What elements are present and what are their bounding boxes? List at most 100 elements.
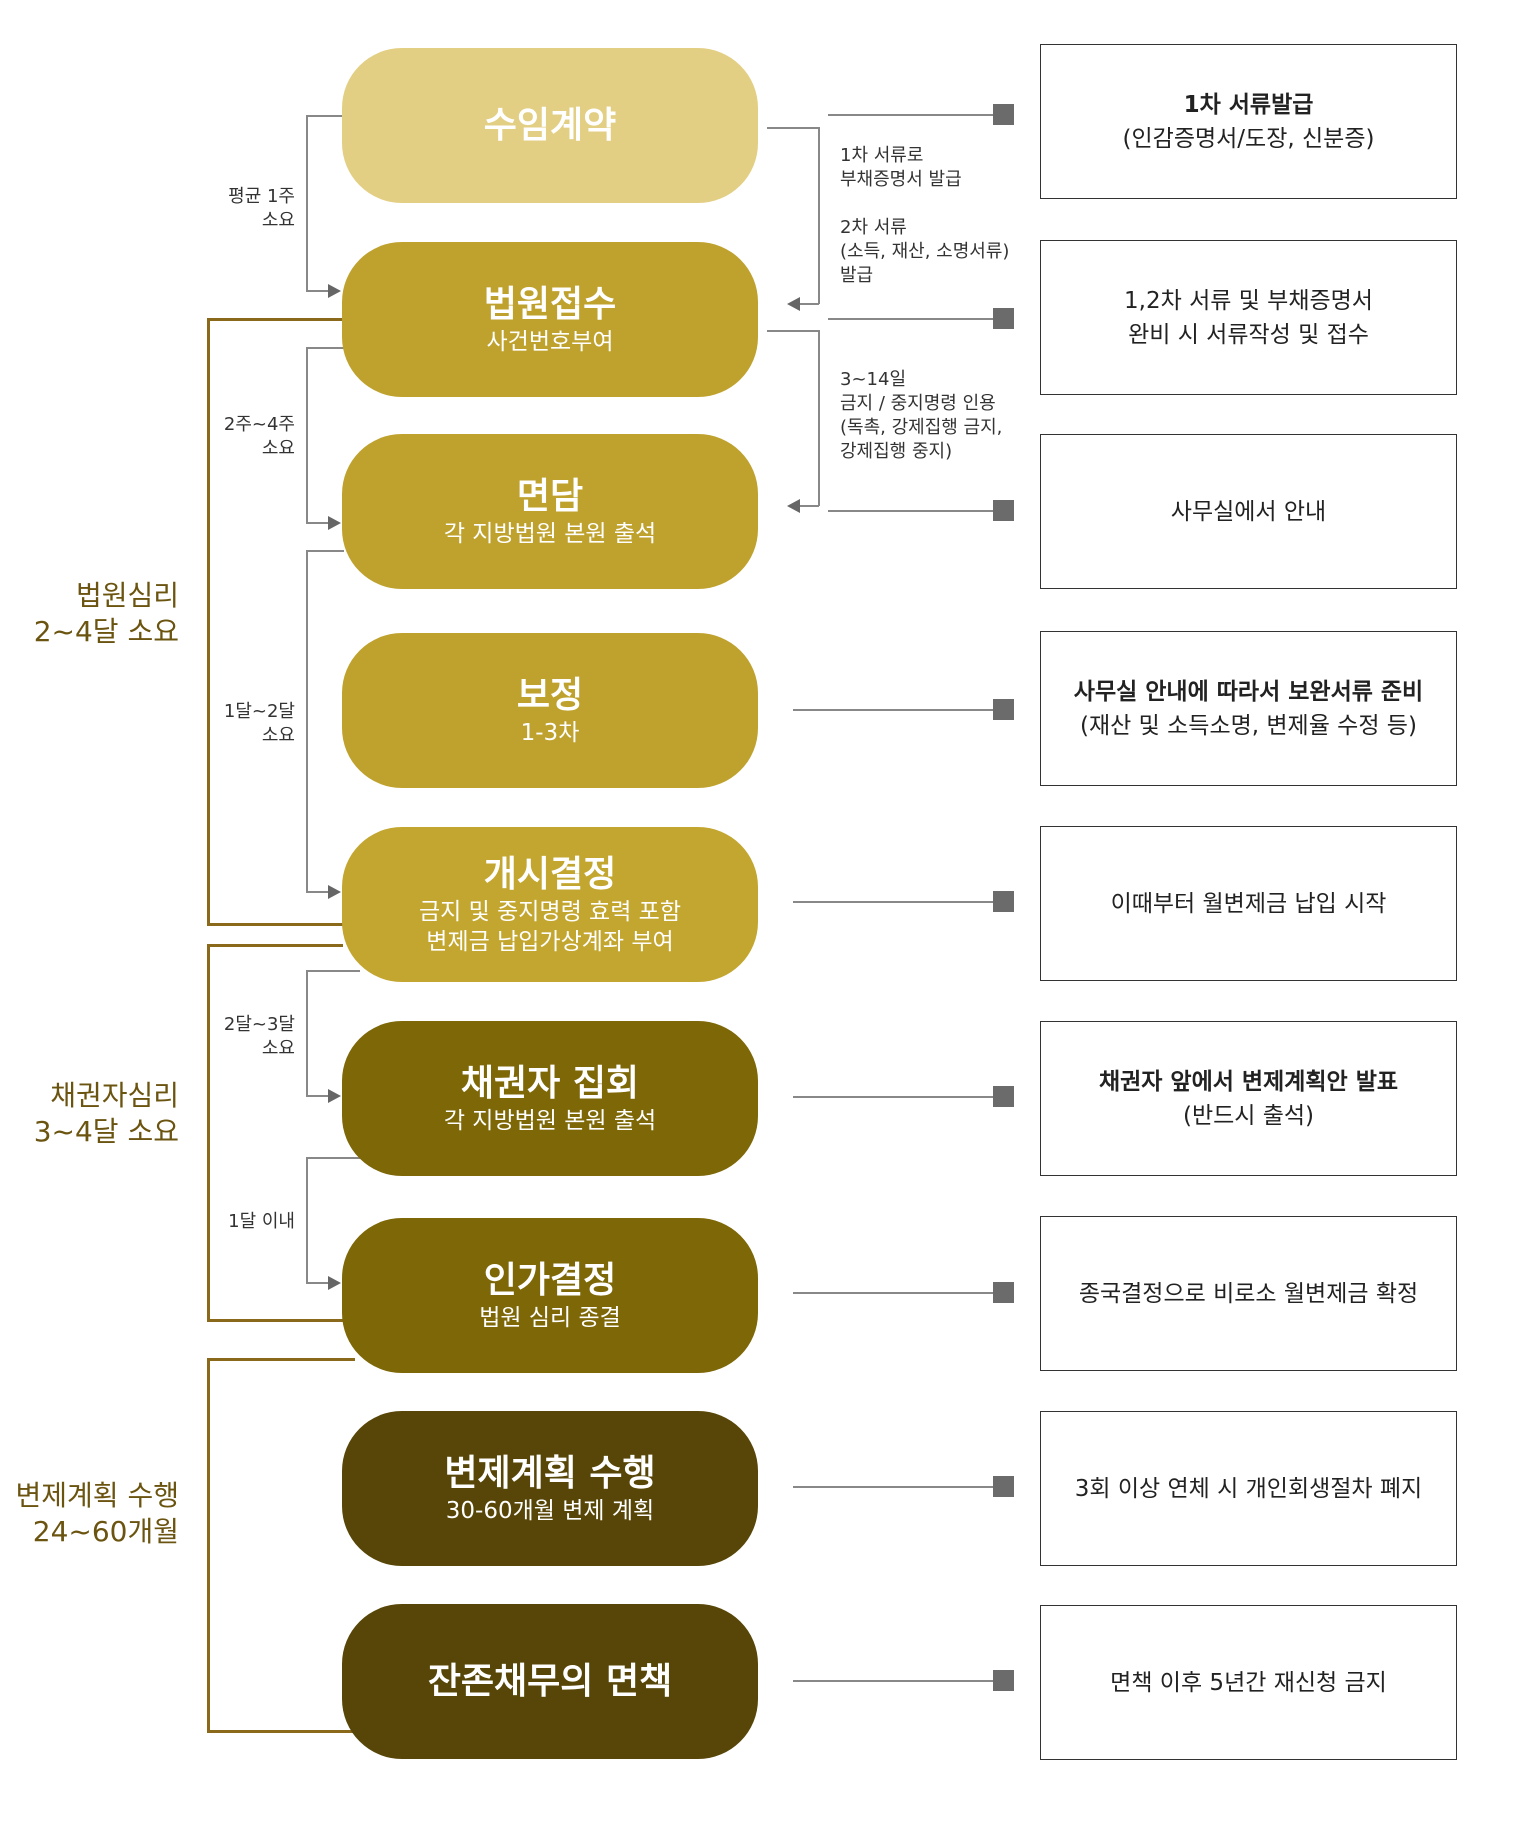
connector-line — [793, 709, 994, 711]
connector-line — [793, 1096, 994, 1098]
step-subtitle-2: 변제금 납입가상계좌 부여 — [426, 928, 674, 955]
duration-label: 2주~4주 소요 — [224, 413, 295, 461]
bullet-square-icon — [993, 1670, 1014, 1691]
step-subtitle: 30-60개월 변제 계획 — [445, 1497, 655, 1524]
bullet-square-icon — [993, 104, 1014, 125]
connector-line — [818, 330, 820, 506]
phase-label-line2: 24~60개월 — [32, 1515, 179, 1548]
connector-line — [306, 970, 308, 1096]
duration-line1: 1달~2달 — [223, 701, 295, 722]
connector-line — [828, 510, 994, 512]
bullet-square-icon — [993, 891, 1014, 912]
connector-line — [306, 1157, 360, 1159]
arrow-right-icon — [328, 1276, 341, 1290]
duration-line1: 2주~4주 — [223, 414, 295, 435]
duration-line2: 소요 — [261, 210, 295, 231]
note-line: 금지 / 중지명령 인용 — [840, 393, 996, 414]
connector-line — [306, 891, 330, 893]
bullet-square-icon — [993, 1282, 1014, 1303]
info-line2: 완비 시 서류작성 및 접수 — [1128, 321, 1369, 348]
info-line1: 면책 이후 5년간 재신청 금지 — [1110, 1669, 1387, 1696]
duration-line2: 소요 — [261, 725, 295, 746]
step-creditors-meeting: 채권자 집회 각 지방법원 본원 출석 — [342, 1021, 758, 1176]
info-box-interview: 사무실에서 안내 — [1040, 434, 1457, 589]
info-box-repayment: 3회 이상 연체 시 개인회생절차 폐지 — [1040, 1411, 1457, 1566]
connector-line — [306, 970, 360, 972]
note-second-documents: 2차 서류 (소득, 재산, 소명서류) 발급 — [840, 216, 1009, 288]
note-line: 부채증명서 발급 — [840, 169, 962, 190]
phase-label-line2: 2~4달 소요 — [33, 615, 179, 648]
step-approval-decision: 인가결정 법원 심리 종결 — [342, 1218, 758, 1373]
connector-line — [306, 347, 344, 349]
connector-line — [306, 522, 330, 524]
info-line1: 사무실에서 안내 — [1170, 498, 1327, 525]
duration-line2: 소요 — [261, 438, 295, 459]
arrow-left-icon — [787, 499, 800, 513]
step-subtitle: 금지 및 중지명령 효력 포함 — [418, 898, 681, 925]
phase-label-court: 법원심리 2~4달 소요 — [34, 578, 179, 650]
arrow-right-icon — [328, 516, 341, 530]
phase-bracket-creditor — [207, 944, 343, 1322]
step-correction: 보정 1-3차 — [342, 633, 758, 788]
note-line: (독촉, 강제집행 금지, — [840, 417, 1003, 438]
connector-line — [306, 550, 308, 892]
step-subtitle: 법원 심리 종결 — [479, 1304, 621, 1331]
duration-line1: 1달 이내 — [228, 1211, 295, 1232]
note-injunction: 3~14일 금지 / 중지명령 인용 (독촉, 강제집행 금지, 강제집행 중지… — [840, 368, 1002, 464]
step-title: 법원접수 — [483, 283, 617, 325]
step-interview: 면담 각 지방법원 본원 출석 — [342, 434, 758, 589]
duration-line1: 평균 1주 — [228, 186, 295, 207]
step-subtitle: 사건번호부여 — [486, 328, 614, 355]
duration-line2: 소요 — [261, 1038, 295, 1059]
phase-label-line1: 변제계획 수행 — [15, 1479, 179, 1512]
info-line1: 1차 서류발급 — [1183, 91, 1314, 118]
info-line1: 1,2차 서류 및 부채증명서 — [1124, 287, 1373, 314]
info-box-correction: 사무실 안내에 따라서 보완서류 준비 (재산 및 소득소명, 변제율 수정 등… — [1040, 631, 1457, 786]
info-box-discharge: 면책 이후 5년간 재신청 금지 — [1040, 1605, 1457, 1760]
connector-line — [818, 127, 820, 304]
step-repayment-plan: 변제계획 수행 30-60개월 변제 계획 — [342, 1411, 758, 1566]
info-line1: 채권자 앞에서 변제계획안 발표 — [1098, 1068, 1399, 1095]
step-title: 인가결정 — [483, 1259, 617, 1301]
connector-line — [306, 347, 308, 523]
note-line: 3~14일 — [840, 369, 906, 390]
connector-line — [306, 1282, 330, 1284]
step-title: 면담 — [516, 475, 584, 517]
connector-line — [828, 114, 994, 116]
note-line: (소득, 재산, 소명서류) — [840, 241, 1010, 262]
connector-line — [306, 115, 308, 291]
bullet-square-icon — [993, 699, 1014, 720]
info-line2: (반드시 출석) — [1182, 1102, 1315, 1129]
step-retainer-contract: 수임계약 — [342, 48, 758, 203]
duration-label: 1달~2달 소요 — [224, 700, 295, 748]
step-title: 개시결정 — [483, 853, 617, 895]
step-subtitle: 각 지방법원 본원 출석 — [443, 1107, 657, 1134]
step-title: 변제계획 수행 — [444, 1452, 656, 1494]
step-title: 수임계약 — [483, 104, 617, 146]
info-box-approval: 종국결정으로 비로소 월변제금 확정 — [1040, 1216, 1457, 1371]
info-line1: 사무실 안내에 따라서 보완서류 준비 — [1073, 678, 1424, 705]
note-line: 1차 서류로 — [840, 145, 924, 166]
connector-line — [800, 303, 819, 305]
phase-label-repayment: 변제계획 수행 24~60개월 — [16, 1478, 179, 1550]
connector-line — [793, 901, 994, 903]
arrow-left-icon — [787, 297, 800, 311]
step-title: 채권자 집회 — [460, 1062, 640, 1104]
duration-label: 2달~3달 소요 — [224, 1013, 295, 1061]
connector-line — [800, 505, 819, 507]
duration-label: 평균 1주 소요 — [228, 185, 295, 233]
phase-label-line1: 채권자심리 — [50, 1079, 179, 1112]
arrow-right-icon — [328, 885, 341, 899]
connector-line — [767, 127, 819, 129]
bullet-square-icon — [993, 1086, 1014, 1107]
phase-bracket-court — [207, 318, 343, 926]
info-line1: 3회 이상 연체 시 개인회생절차 폐지 — [1074, 1475, 1423, 1502]
info-box-first-documents: 1차 서류발급 (인감증명서/도장, 신분증) — [1040, 44, 1457, 199]
connector-line — [306, 1095, 330, 1097]
step-subtitle: 1-3차 — [520, 719, 580, 746]
info-line1: 종국결정으로 비로소 월변제금 확정 — [1078, 1280, 1419, 1307]
info-line2: (재산 및 소득소명, 변제율 수정 등) — [1080, 712, 1417, 739]
connector-line — [306, 115, 344, 117]
connector-line — [828, 318, 994, 320]
